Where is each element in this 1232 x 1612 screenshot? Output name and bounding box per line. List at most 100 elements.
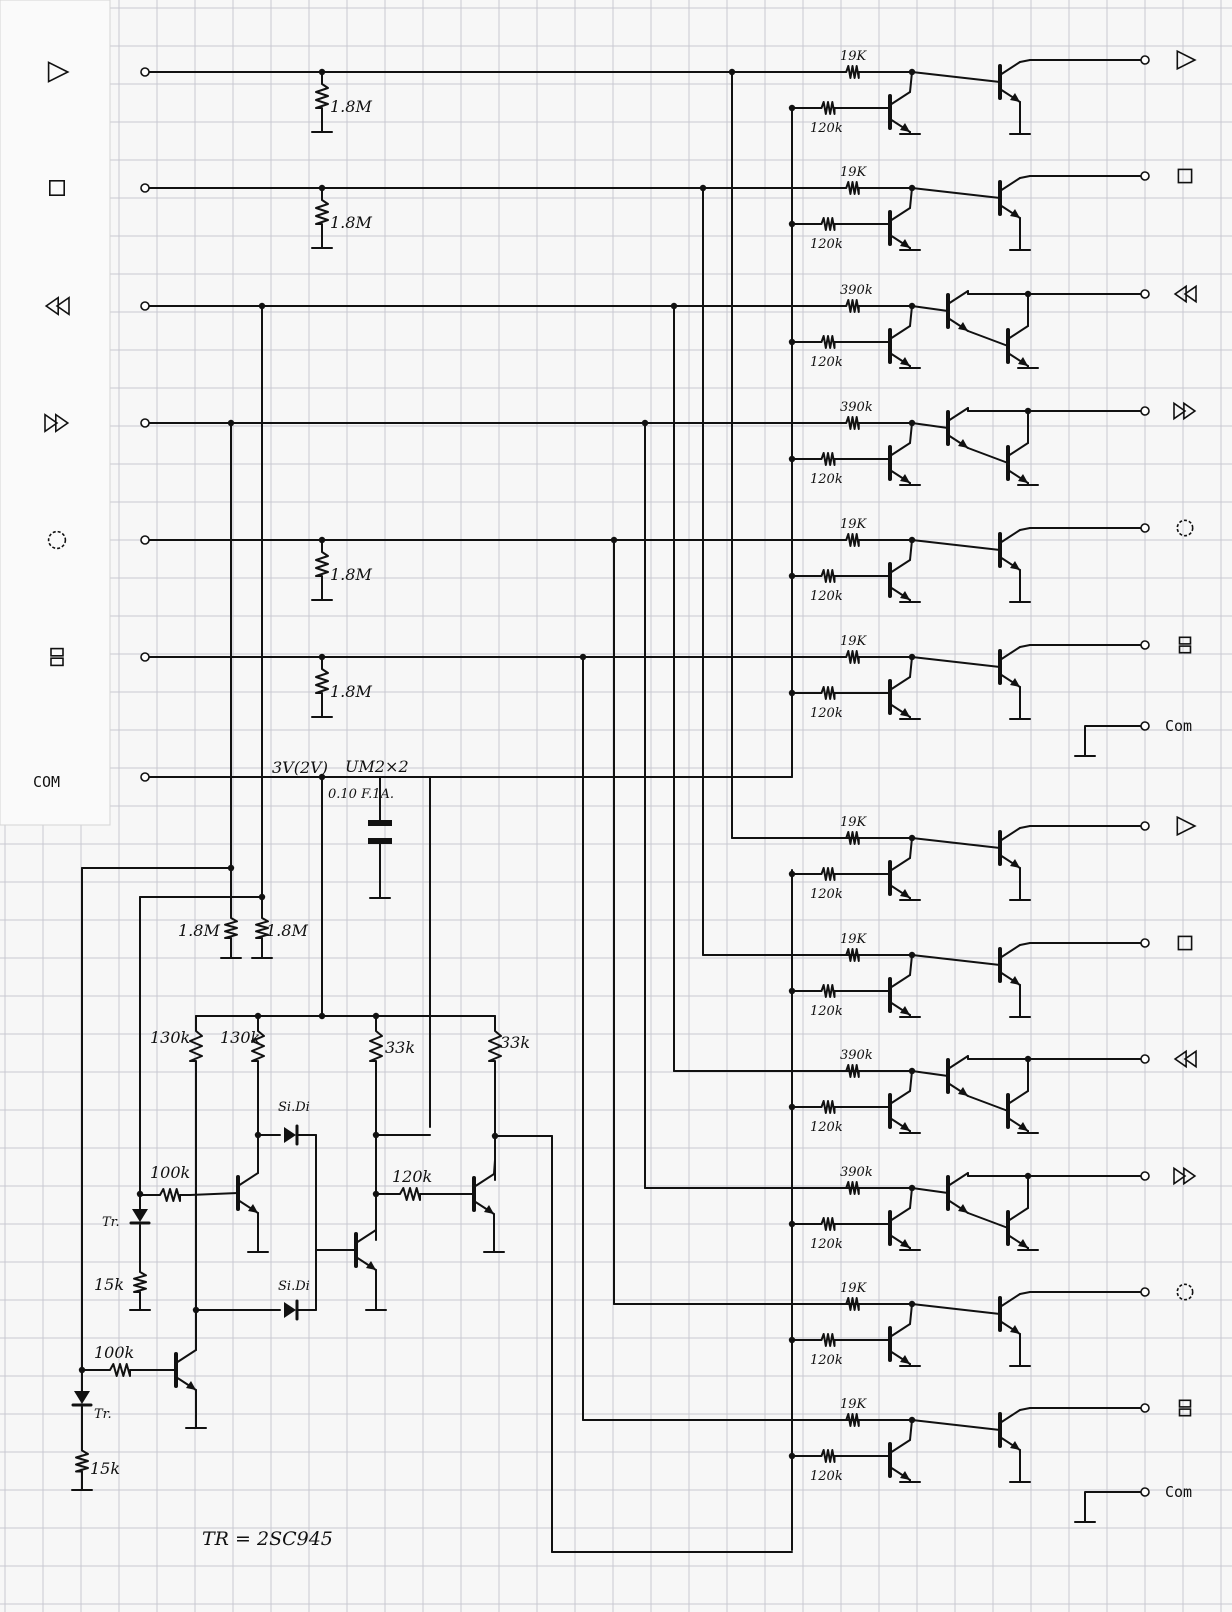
output-record-icon xyxy=(1176,519,1194,537)
terminal xyxy=(1140,171,1150,181)
wire xyxy=(911,656,1001,668)
pulldown-label: 120k xyxy=(810,355,843,370)
wire xyxy=(909,954,913,976)
wire xyxy=(911,1070,949,1077)
darlington-driver-transistor xyxy=(946,1172,969,1214)
wire xyxy=(909,422,913,444)
r-15k-a-label: 15k xyxy=(94,1275,124,1294)
npn-transistor-right xyxy=(472,1173,495,1215)
base-resistor-label: 390k xyxy=(840,400,873,415)
terminal xyxy=(1140,1487,1150,1497)
pulldown-resistor xyxy=(315,656,329,706)
base-resistor xyxy=(839,181,866,195)
junction-dot xyxy=(908,1184,916,1192)
pulldown-transistor xyxy=(888,1439,911,1481)
output-fast-forward-icon xyxy=(1173,1166,1197,1186)
button-stop-icon xyxy=(48,180,65,197)
base-resistor-label: 19K xyxy=(840,49,868,64)
terminal xyxy=(140,67,150,77)
wire xyxy=(909,1303,913,1325)
base-resistor-label: 19K xyxy=(840,1397,868,1412)
darlington-driver-transistor xyxy=(946,1055,969,1097)
resistor-100k xyxy=(99,1363,141,1377)
pulldown-resistor xyxy=(315,187,329,237)
wiring xyxy=(81,59,1146,1553)
wire xyxy=(911,187,1001,199)
tr-b-label: Tr. xyxy=(94,1407,112,1422)
button-pause-icon xyxy=(50,647,64,667)
base-resistor-label: 19K xyxy=(840,517,868,532)
wire xyxy=(909,539,913,561)
junction-dot xyxy=(641,419,649,427)
wire xyxy=(911,539,1001,551)
wire xyxy=(1019,175,1031,179)
pulldown-transistor xyxy=(888,1323,911,1365)
output-pause-icon xyxy=(1178,1399,1192,1417)
base-resistor-label: 390k xyxy=(840,1048,873,1063)
supply-voltage-label: 3V(2V) xyxy=(272,758,328,777)
tr-a-label: Tr. xyxy=(102,1215,120,1230)
output-record-icon xyxy=(1176,1283,1194,1301)
pulldown-resistor xyxy=(814,1217,842,1231)
base-resistor-label: 390k xyxy=(840,283,873,298)
button-fast-forward-icon xyxy=(44,413,70,433)
pulldown-resistor xyxy=(814,1100,842,1114)
resistor-15k xyxy=(133,1261,147,1303)
junction-dot xyxy=(908,68,916,76)
terminal xyxy=(1140,523,1150,533)
wire xyxy=(911,1187,949,1194)
terminal xyxy=(140,183,150,193)
wire xyxy=(909,1187,913,1209)
pulldown-resistor xyxy=(814,452,842,466)
junction-dot xyxy=(908,1416,916,1424)
wire xyxy=(1084,1491,1146,1523)
terminal xyxy=(1140,821,1150,831)
resistor-120k xyxy=(389,1187,431,1201)
pulldown-label: 1.8M xyxy=(330,213,372,232)
com-output-label: Com xyxy=(1165,1483,1192,1501)
junction-dot xyxy=(610,536,618,544)
junction-dot xyxy=(788,870,796,878)
pulldown-label: 1.8M xyxy=(266,921,308,940)
base-resistor xyxy=(839,650,866,664)
junction-dot xyxy=(699,184,707,192)
pulldown-resistor xyxy=(224,907,238,949)
components xyxy=(44,49,1197,1523)
darlington-output-transistor xyxy=(1006,1207,1029,1249)
pulldown-transistor xyxy=(888,676,911,718)
terminal xyxy=(1140,640,1150,650)
wire xyxy=(911,305,949,312)
output-transistor xyxy=(998,177,1021,219)
wire xyxy=(967,330,1009,347)
output-transistor xyxy=(998,1293,1021,1335)
wire xyxy=(1019,1407,1031,1411)
pulldown-resistor xyxy=(814,686,842,700)
junction-dot xyxy=(908,653,916,661)
junction-dot xyxy=(728,68,736,76)
wire xyxy=(967,1095,1009,1112)
wire xyxy=(1019,527,1031,531)
base-resistor xyxy=(839,1413,866,1427)
base-resistor xyxy=(839,831,866,845)
r-15k-b-label: 15k xyxy=(90,1459,120,1478)
pulldown-resistor xyxy=(814,335,842,349)
wire xyxy=(909,1070,913,1092)
pulldown-resistor xyxy=(315,71,329,121)
wire xyxy=(493,1159,496,1175)
pulldown-resistor xyxy=(814,569,842,583)
trigger-diode xyxy=(71,1391,93,1407)
base-resistor-label: 390k xyxy=(840,1165,873,1180)
junction-dot xyxy=(1024,1055,1032,1063)
button-record-icon xyxy=(47,530,67,550)
junction-dot xyxy=(788,689,796,697)
wire xyxy=(911,1419,1001,1431)
terminal xyxy=(140,772,150,782)
wire xyxy=(1019,1291,1031,1295)
terminal xyxy=(1140,1171,1150,1181)
darlington-driver-transistor xyxy=(946,407,969,449)
junction-dot xyxy=(788,572,796,580)
r-130k-a-label: 130k xyxy=(150,1028,190,1047)
pulldown-transistor xyxy=(888,857,911,899)
junction-dot xyxy=(908,834,916,842)
